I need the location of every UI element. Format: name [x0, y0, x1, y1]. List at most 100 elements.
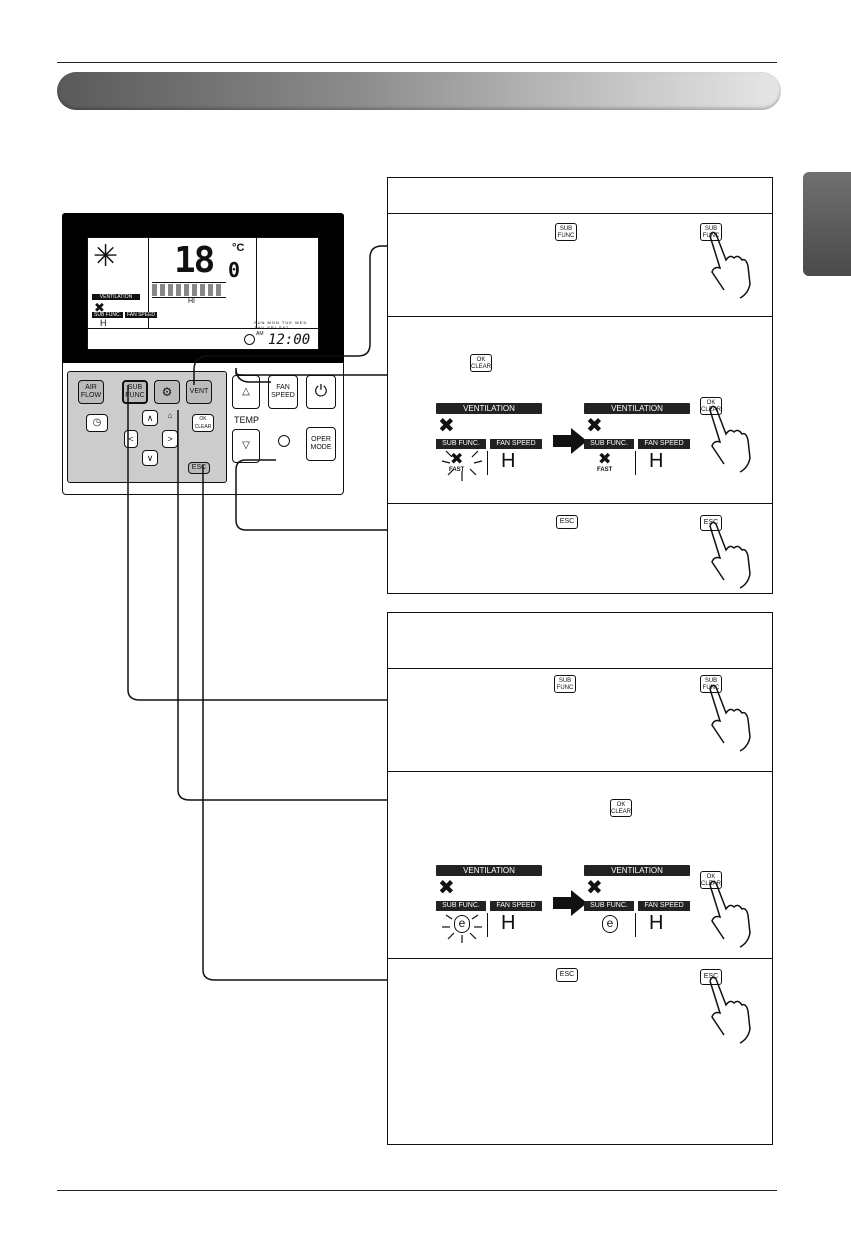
- energy-plug-icon: e: [602, 915, 618, 933]
- box-divider: [388, 668, 772, 669]
- arrow-right-icon: [553, 428, 587, 454]
- display-fan-speed-value: H: [649, 450, 664, 472]
- display-sub-func-label: SUB FUNC.: [436, 439, 486, 449]
- temperature-decimal: 0: [228, 258, 241, 282]
- inline-esc-key: ESC: [556, 968, 578, 982]
- pressing-hand-icon: [709, 405, 751, 473]
- key-label: CLEAR: [471, 364, 492, 370]
- display-fan-speed-label: FAN SPEED: [490, 439, 542, 449]
- box-divider: [388, 213, 772, 214]
- lcd-divider: [256, 238, 257, 328]
- display-ventilation-label: VENTILATION: [436, 403, 542, 414]
- display-ventilation-label: VENTILATION: [584, 865, 690, 876]
- fan-level-frame: [152, 282, 226, 298]
- power-button[interactable]: ⏻: [306, 375, 336, 409]
- box-divider: [388, 316, 772, 317]
- display-divider: [487, 451, 488, 475]
- lcd-fan-speed-value: H: [100, 318, 107, 328]
- chevron-right-icon: >: [167, 434, 173, 444]
- down-button[interactable]: ∨: [142, 450, 158, 466]
- display-sub-func-label: SUB FUNC.: [436, 901, 486, 911]
- cooling-icon: ✳: [93, 240, 119, 273]
- key-label: OK: [616, 802, 626, 808]
- left-button[interactable]: <: [124, 430, 138, 448]
- box-divider: [388, 771, 772, 772]
- key-label: OK: [476, 357, 486, 363]
- clock-icon: [244, 334, 255, 345]
- lcd-screen: ✳ 18 °C 0 HI VENTILATION ✖ SUB FUNC.FAN …: [87, 237, 320, 350]
- lcd-am: AM: [256, 331, 264, 337]
- fast-label: FAST: [597, 467, 613, 473]
- display-fan-speed-value: H: [501, 450, 516, 472]
- key-label: FUNC: [702, 233, 720, 239]
- indicator-lamp: [278, 435, 290, 447]
- display-sub-func-label: SUB FUNC.: [584, 439, 634, 449]
- ventilation-fan-icon: ✖: [438, 415, 455, 437]
- lcd-sub-func-label: SUB FUNC.: [92, 312, 123, 318]
- fan-level-bar: [152, 284, 222, 296]
- display-ventilation-label: VENTILATION: [584, 403, 690, 414]
- chapter-side-tab: [803, 172, 851, 276]
- remote-controller: ✳ 18 °C 0 HI VENTILATION ✖ SUB FUNC.FAN …: [62, 213, 344, 495]
- top-rule: [57, 62, 777, 63]
- display-after-energy: VENTILATION ✖ SUB FUNC. FAN SPEED e H: [584, 865, 690, 943]
- clock-icon: ◷: [92, 417, 102, 428]
- blinking-rays-icon: [442, 914, 482, 943]
- display-fan-speed-label: FAN SPEED: [638, 901, 690, 911]
- ventilation-fan-icon: ✖: [438, 877, 455, 899]
- right-button-panel: △ TEMP ▽ FAN SPEED ⏻ OPER MODE: [232, 371, 342, 491]
- key-label: SUB: [704, 678, 718, 684]
- display-after-fast: VENTILATION ✖ SUB FUNC. FAN SPEED ✖ FAST…: [584, 403, 690, 481]
- key-label: OK: [706, 874, 716, 880]
- chevron-down-icon: ∨: [146, 453, 154, 463]
- pressing-hand-icon: [709, 880, 751, 948]
- timer-button[interactable]: ◷: [86, 414, 108, 432]
- right-button[interactable]: >: [162, 430, 178, 448]
- home-icon: ⌂: [167, 411, 173, 420]
- arrow-right-icon: [553, 890, 587, 916]
- pressing-hand-icon: [709, 976, 751, 1044]
- sub-func-button[interactable]: SUB FUNC: [122, 380, 148, 404]
- ventilation-fan-icon: ✖: [94, 300, 105, 315]
- fan-speed-button[interactable]: FAN SPEED: [268, 375, 298, 409]
- box-divider: [388, 503, 772, 504]
- section-header-bar: [57, 72, 781, 110]
- energy-plug-icon: e: [454, 915, 470, 933]
- key-label: OK: [706, 400, 716, 406]
- pressing-hand-icon: [709, 684, 751, 752]
- display-before-energy: VENTILATION ✖ SUB FUNC. FAN SPEED e H: [436, 865, 542, 943]
- bottom-rule: [57, 1190, 777, 1191]
- vent-button[interactable]: VENT: [186, 380, 212, 404]
- esc-button[interactable]: ESC: [188, 462, 210, 474]
- power-icon: ⏻: [314, 383, 328, 400]
- lcd-sub-labels: SUB FUNC.FAN SPEED: [92, 312, 159, 318]
- key-label: SUB: [559, 226, 573, 232]
- temp-up-button[interactable]: △: [232, 375, 260, 409]
- chevron-left-icon: <: [128, 434, 134, 444]
- settings-button[interactable]: ⚙: [154, 380, 180, 404]
- ventilation-fan-icon: ✖: [586, 415, 603, 437]
- fast-label: FAST: [449, 467, 465, 473]
- temperature-readout: 18: [174, 240, 215, 281]
- oper-mode-button[interactable]: OPER MODE: [306, 427, 336, 461]
- up-button[interactable]: ∧: [142, 410, 158, 426]
- display-divider: [635, 913, 636, 937]
- display-fan-speed-label: FAN SPEED: [638, 439, 690, 449]
- temp-down-button[interactable]: ▽: [232, 429, 260, 463]
- fast-vent-icon: ✖: [450, 451, 464, 468]
- key-label: SUB: [704, 226, 718, 232]
- lcd-fan-speed-label: FAN SPEED: [124, 312, 158, 318]
- ok-clear-button[interactable]: OK CLEAR: [192, 414, 214, 432]
- display-fan-speed-label: FAN SPEED: [490, 901, 542, 911]
- temperature-unit: °C: [232, 242, 245, 254]
- inline-esc-key: ESC: [556, 515, 578, 529]
- air-flow-button[interactable]: AIR FLOW: [78, 380, 104, 404]
- pressing-hand-icon: [709, 521, 751, 589]
- gear-icon: ⚙: [161, 385, 173, 399]
